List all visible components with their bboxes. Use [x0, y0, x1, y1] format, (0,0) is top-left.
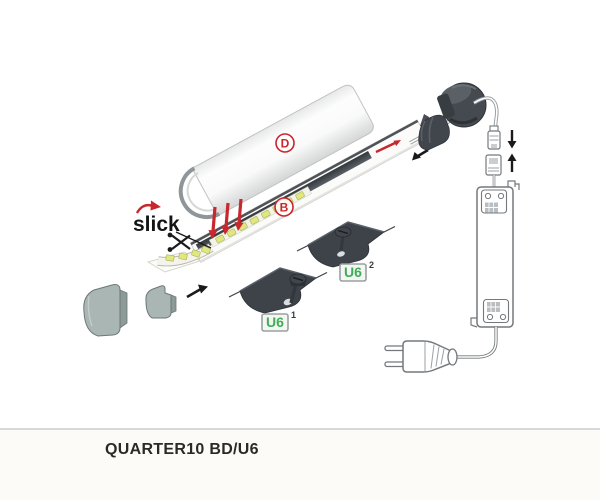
- press-arrow: [208, 206, 218, 239]
- diffuser-cross-section-inner: [186, 172, 218, 212]
- product-name: QUARTER10 BD/U6: [105, 441, 259, 458]
- swoosh-arrow-head: [150, 200, 161, 211]
- profile-bottom-edge: [199, 137, 428, 263]
- led-chip: [165, 254, 175, 262]
- diffuser-label-text: D: [281, 137, 290, 151]
- led-chip: [215, 234, 225, 244]
- bracket-flange: [296, 244, 310, 252]
- press-arrows: [208, 198, 244, 239]
- bracket-label-box: [261, 313, 289, 332]
- end-cap-notched-face: [145, 285, 172, 319]
- bracket-label-1: U6 1: [261, 310, 296, 332]
- diffuser-label: D: [275, 133, 295, 153]
- led-chip: [249, 216, 260, 225]
- plug-pin: [384, 361, 405, 368]
- profile-label-text: B: [280, 201, 289, 215]
- plug-rib: [430, 344, 435, 369]
- product-title-bar: QUARTER10 BD/U6: [0, 428, 600, 500]
- plug-body: [402, 340, 452, 373]
- profile-top-edge: [190, 119, 419, 246]
- bracket-flange: [382, 225, 396, 234]
- led-strip-callout: slick: [133, 200, 212, 252]
- led-strip-label: slick: [133, 213, 180, 236]
- bracket-flange: [314, 271, 328, 280]
- saddle-ridge: [420, 120, 426, 142]
- bracket-label-superscript: 2: [369, 260, 374, 270]
- press-arrow: [221, 202, 231, 235]
- bracket-edge-highlight: [307, 221, 385, 246]
- bracket-label-text: U6: [266, 314, 284, 330]
- terminal-block-bottom: [482, 298, 510, 324]
- callout-leader-line: [175, 231, 212, 249]
- screw: [289, 273, 307, 304]
- saddle-ridge: [428, 116, 434, 144]
- bracket-screw-hole: [337, 251, 345, 257]
- bracket-label-box: [339, 263, 367, 282]
- bracket-label-superscript: 1: [291, 310, 296, 320]
- grommet-shadow: [449, 116, 478, 125]
- end-cap-round-side: [119, 289, 128, 329]
- psu-hook-top: [507, 180, 520, 190]
- plug-strain-relief: [447, 348, 458, 366]
- plug-pin: [384, 345, 405, 352]
- led-chip: [201, 245, 211, 255]
- profile-label-circle: [274, 197, 294, 217]
- mounting-bracket-1: [228, 267, 328, 314]
- grommet-slot: [437, 93, 455, 119]
- bracket-edge-highlight: [239, 267, 317, 292]
- connect-arrow-down: [507, 130, 517, 149]
- screw: [334, 226, 352, 251]
- end-cap-notched-side: [170, 294, 177, 314]
- led-strip: [146, 243, 214, 273]
- wire-connector-male: [487, 125, 501, 150]
- end-cap-round: [83, 284, 128, 337]
- led-chip: [295, 191, 305, 200]
- power-supply-unit: [470, 175, 520, 328]
- bracket-label-text: U6: [344, 264, 362, 280]
- bracket-label-2: U6 2: [339, 260, 374, 282]
- insert-arrow: [186, 284, 208, 299]
- end-cap-highlight: [87, 295, 93, 327]
- plug-rib: [435, 346, 440, 367]
- end-cap-notched: [145, 285, 177, 319]
- scissors-icon: [167, 232, 191, 252]
- led-chip: [226, 228, 237, 238]
- press-arrow: [234, 198, 244, 231]
- psu-hook-bottom: [470, 317, 478, 328]
- bracket-body: [307, 221, 385, 268]
- end-cap-round-face: [83, 284, 121, 337]
- bracket-flange: [228, 290, 242, 298]
- terminal-block-top: [480, 189, 508, 214]
- diffuser-cross-section: [178, 166, 221, 220]
- profile-label: B: [274, 197, 294, 217]
- led-chip: [191, 249, 201, 258]
- led-chip: [178, 252, 188, 261]
- power-cable-bend: [473, 96, 499, 131]
- grommet-highlight: [451, 84, 477, 90]
- connect-arrows: [507, 130, 517, 172]
- led-chip: [261, 209, 271, 219]
- connect-arrow-up: [507, 153, 517, 172]
- supply-cable: [457, 327, 498, 359]
- power-plug: [384, 340, 458, 373]
- direction-arrow-red: [375, 140, 401, 154]
- diffuser-label-circle: [275, 133, 295, 153]
- cable-saddle: [418, 114, 450, 151]
- assembly-diagram: D B: [83, 82, 520, 373]
- plug-rib: [440, 348, 445, 365]
- direction-arrow-black: [412, 148, 429, 161]
- mounting-bracket-2: [296, 221, 396, 268]
- wire-connector-female: [485, 154, 502, 176]
- cable-grommet: [437, 82, 487, 128]
